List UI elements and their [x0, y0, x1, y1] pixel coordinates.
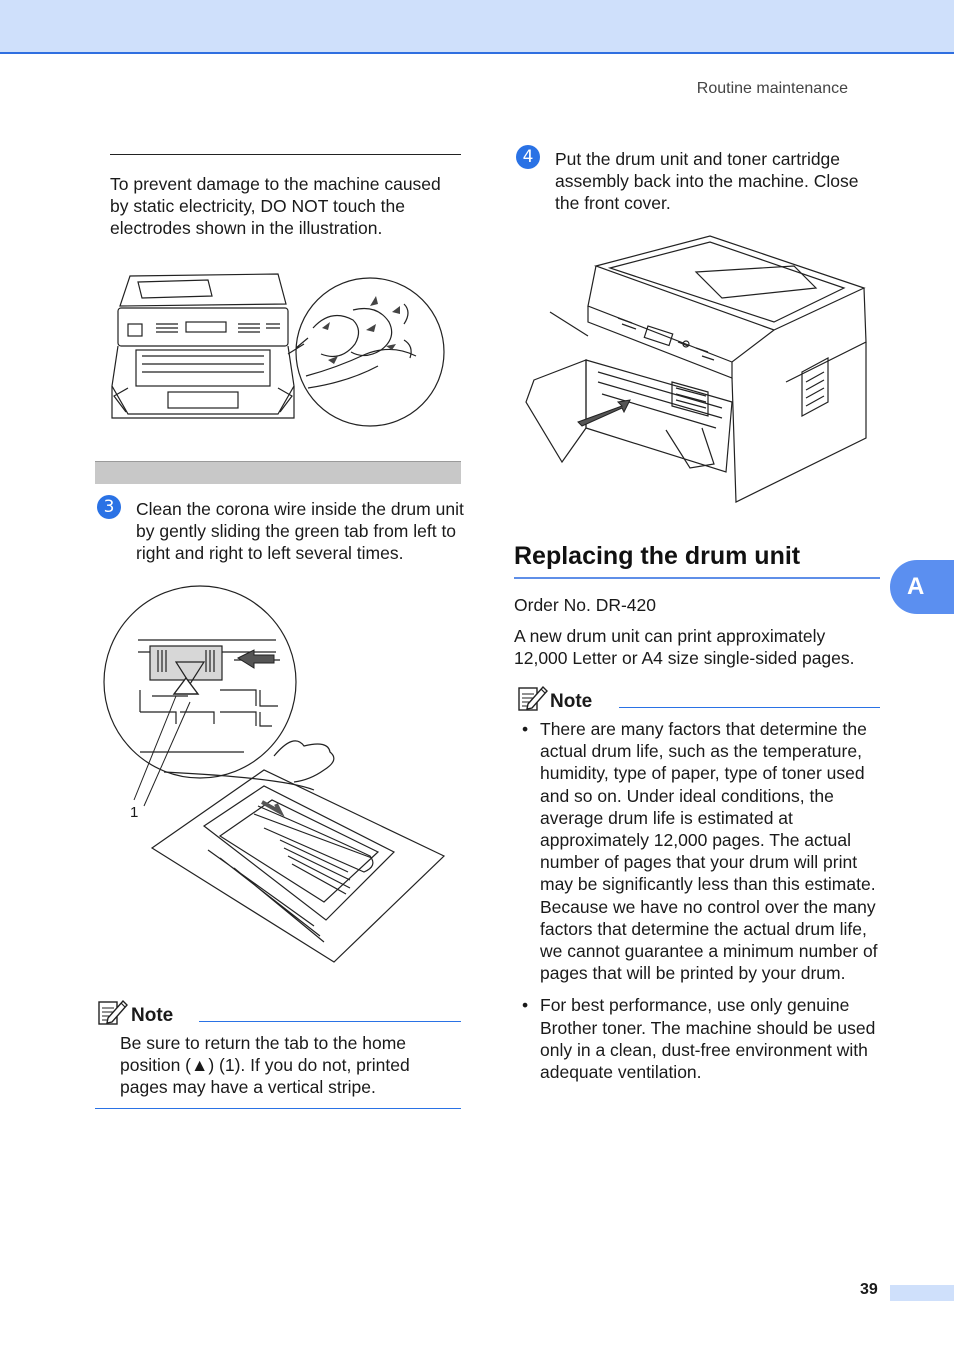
page-number: 39 [860, 1281, 878, 1298]
note-text: Be sure to return the tab to the home po… [120, 1033, 410, 1098]
electrodes-illustration [111, 273, 445, 427]
note-pencil-icon [518, 685, 548, 711]
note-bottom-rule [95, 1108, 461, 1109]
step-4-text: Put the drum unit and toner cartridge as… [555, 149, 859, 214]
order-number: Order No. DR-420 [514, 595, 656, 615]
note-list: There are many factors that determine th… [514, 718, 882, 1093]
note-pencil-icon [98, 999, 128, 1025]
caution-text: To prevent damage to the machine caused … [110, 174, 441, 239]
running-head: Routine maintenance [696, 80, 848, 97]
note-title: Note [550, 691, 593, 712]
page-number-tab [890, 1285, 954, 1301]
printer-illustration [525, 235, 867, 503]
header-band [0, 0, 954, 54]
note-title-rule [199, 1021, 461, 1022]
section-title: Replacing the drum unit [514, 542, 801, 570]
section-title-rule [514, 577, 880, 579]
callout-1-label: 1 [130, 804, 139, 821]
caution-top-rule [110, 154, 461, 155]
caution-end-bar [95, 461, 461, 484]
step-3-text: Clean the corona wire inside the drum un… [136, 499, 464, 564]
intro-text: A new drum unit can print approximately … [514, 626, 855, 669]
step-4-badge: 4 [516, 145, 540, 169]
note-title: Note [131, 1005, 174, 1026]
corona-wire-illustration [103, 585, 446, 963]
note-title-rule [619, 707, 880, 708]
note-list-item: There are many factors that determine th… [514, 718, 882, 984]
note-list-item: For best performance, use only genuine B… [514, 994, 882, 1083]
step-3-badge: 3 [97, 495, 121, 519]
appendix-tab: A [890, 560, 954, 614]
